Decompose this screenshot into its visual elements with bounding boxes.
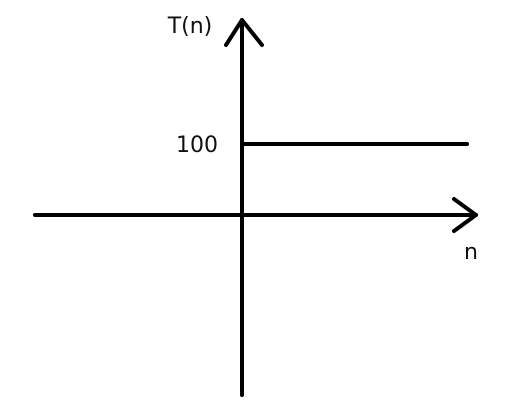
- y-axis-arrowhead: [224, 18, 264, 47]
- y-axis-label: T(n): [167, 14, 213, 39]
- y-tick-label-100: 100: [176, 133, 218, 158]
- x-axis-label: n: [464, 240, 478, 265]
- x-axis-arrowhead: [452, 197, 478, 233]
